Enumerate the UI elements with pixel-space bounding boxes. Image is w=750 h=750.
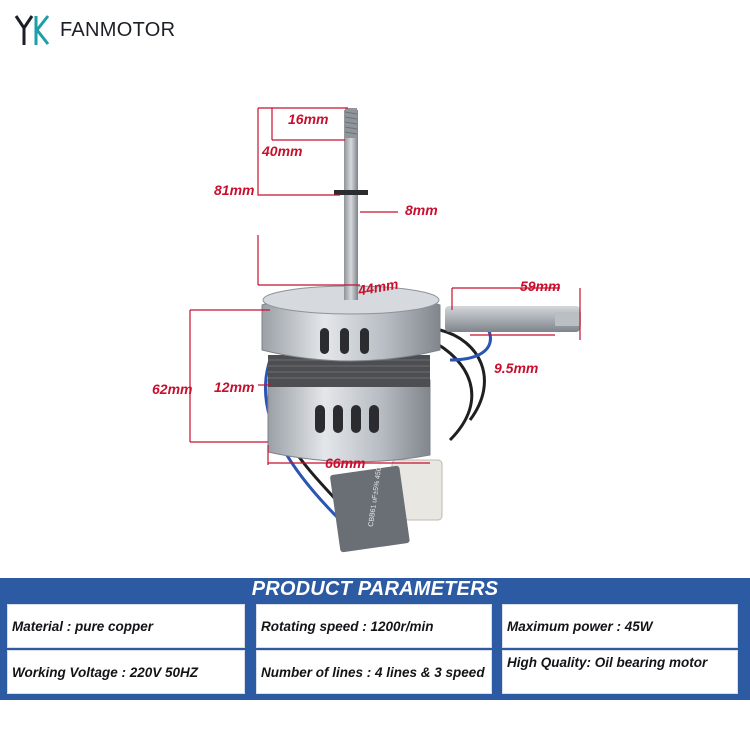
product-parameters-panel: PRODUCT PARAMETERS Material : pure coppe… <box>0 578 750 700</box>
dim-59mm: 59mm <box>520 278 561 294</box>
capacitor: CBB61 uF±5% 450VAC <box>330 453 443 553</box>
yk-logo-icon <box>14 15 50 45</box>
parameters-title: PRODUCT PARAMETERS <box>251 578 499 600</box>
param-rotating-speed: Rotating speed : 1200r/min <box>256 604 492 648</box>
dim-40mm: 40mm <box>262 143 303 159</box>
param-number-of-lines: Number of lines : 4 lines & 3 speed <box>256 650 492 694</box>
dim-9-5mm: 9.5mm <box>494 360 539 376</box>
brand-logo: FANMOTOR <box>14 10 175 50</box>
motor-product-image: CBB61 uF±5% 450VAC <box>189 107 581 553</box>
parameters-body: Material : pure copper Rotating speed : … <box>0 600 750 700</box>
param-high-quality: High Quality: Oil bearing motor <box>502 650 738 694</box>
dim-62mm: 62mm <box>152 381 193 397</box>
dimension-lines <box>189 107 581 465</box>
dim-66mm: 66mm <box>325 455 366 471</box>
param-material: Material : pure copper <box>7 604 245 648</box>
dim-8mm: 8mm <box>405 202 438 218</box>
dim-81mm: 81mm <box>214 182 255 198</box>
param-working-voltage: Working Voltage : 220V 50HZ <box>7 650 245 694</box>
brand-name: FANMOTOR <box>60 18 176 41</box>
param-maximum-power: Maximum power : 45W <box>502 604 738 648</box>
parameters-header <box>0 578 750 600</box>
dim-12mm: 12mm <box>214 379 255 395</box>
dim-16mm: 16mm <box>288 111 329 127</box>
